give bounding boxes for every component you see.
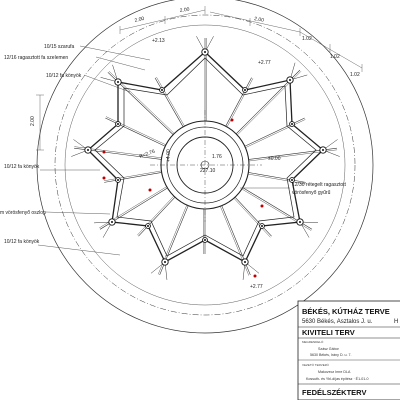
level-right: +2.77 <box>258 60 271 66</box>
callout-ring-line2: vörösfenyő gyűrű <box>292 190 331 196</box>
rafter <box>154 77 184 127</box>
red-point <box>253 274 257 278</box>
post-center <box>117 179 119 181</box>
tb-address-tail: H <box>394 319 398 325</box>
dim-top-1: 2.00 <box>134 16 145 24</box>
post-center <box>289 79 291 81</box>
rafter-edge <box>105 116 166 145</box>
red-point <box>148 188 152 192</box>
post-center <box>117 123 119 125</box>
post-center <box>147 225 149 227</box>
dim-top-4: 1.02 <box>302 36 312 42</box>
tb-owner-name: Szász Gábor <box>318 347 340 351</box>
tb-role-owner: MEGRENDELŐ <box>302 339 324 344</box>
leader-line <box>45 211 111 215</box>
tb-designer-name: Makovecz Imre DLA <box>318 370 351 374</box>
post-center <box>261 225 263 227</box>
dim-top-5: 1.02 <box>330 54 340 60</box>
post-center <box>204 239 206 241</box>
connection-points <box>102 118 264 278</box>
post-center <box>87 149 89 151</box>
title-block: BÉKÉS, KÚTHÁZ TERVE 5630 Békés, Asztalos… <box>297 300 400 400</box>
callout-texts: 10/15 szarufa 12/16 ragasztott fa szelem… <box>0 44 347 245</box>
rafter-edge <box>103 170 162 181</box>
callout-leaders <box>37 45 290 256</box>
tb-owner-address: 5630 Békés, Irány D. u. 7. <box>310 353 352 357</box>
post-group <box>84 48 327 266</box>
rafter <box>225 77 252 127</box>
dim-top-6: 1.02 <box>350 72 360 78</box>
leader-line <box>95 56 146 71</box>
eave-ring <box>54 14 356 316</box>
leader-line <box>83 74 131 93</box>
center-value-2: 1.76 <box>212 154 222 160</box>
level-left: +4.00 <box>166 149 172 162</box>
purlin-zigzag-inner <box>94 57 317 257</box>
dim-top-3: 2.00 <box>254 16 265 24</box>
red-point <box>260 204 264 208</box>
post-center <box>204 51 206 53</box>
dimension-texts: 2.00 2.00 2.00 1.02 1.02 1.02 2.00 <box>30 7 360 126</box>
callout-knee-1: 10/12 fa könyök <box>46 73 82 79</box>
post-center <box>117 81 119 83</box>
level-zero: ±0.00 <box>268 156 281 162</box>
dim-left: 2.00 <box>30 116 36 126</box>
rafter <box>248 172 306 183</box>
leader-line <box>79 45 151 61</box>
rafter-edge <box>137 195 174 236</box>
rafter <box>244 117 305 147</box>
rafter-edge <box>248 173 306 185</box>
post-center <box>244 89 246 91</box>
rafter-edge <box>233 198 271 238</box>
purlin-zigzag-outer <box>87 51 324 263</box>
title-block-frame <box>297 300 400 400</box>
post-center <box>291 179 293 181</box>
callout-purlin: 12/16 ragasztott fa szelemen <box>4 55 68 61</box>
post-center <box>322 149 324 151</box>
callout-rafter: 10/15 szarufa <box>44 44 75 50</box>
post-center <box>111 221 113 223</box>
dim-top-2: 2.00 <box>179 7 190 14</box>
callout-column: m vörösfenyő oszlop <box>0 210 46 216</box>
center-value: 227.10 <box>200 168 216 174</box>
dimension-lines <box>36 6 363 151</box>
tb-role-designer: VEZETŐ TERVEZŐ <box>302 362 330 367</box>
post-center <box>299 221 301 223</box>
red-point <box>102 150 106 154</box>
red-point <box>230 118 234 122</box>
callout-knee-3: 10/12 fa könyök <box>4 239 40 245</box>
outer-ring <box>36 0 374 334</box>
callout-knee-2: 10/12 fa könyök <box>4 164 40 170</box>
rafter-edge <box>245 119 306 148</box>
wall-ring <box>64 24 346 306</box>
post-center <box>291 123 293 125</box>
post-center <box>244 261 246 263</box>
red-point <box>102 176 106 180</box>
tb-project: BÉKÉS, KÚTHÁZ TERVE <box>302 307 390 316</box>
dim-chain-top-left <box>119 9 206 31</box>
rafter <box>234 196 272 237</box>
tb-phase: KIVITELI TERV <box>302 328 355 337</box>
callout-ring-line1: 12/30 rétegelt ragasztott <box>292 182 347 188</box>
rafter-edge <box>156 76 185 127</box>
radius-label: R=2.76 <box>139 149 157 160</box>
rafter <box>105 117 166 147</box>
rafter <box>138 196 176 237</box>
tb-designer-award: Kossuth- és Ybl-díjas építész · É1-01-0 <box>306 376 368 381</box>
tb-address: 5630 Békés, Asztalos J. u. <box>302 319 373 325</box>
level-upper: +2.13 <box>152 38 165 44</box>
tb-sheet: FEDÉLSZÉKTERV <box>302 388 366 397</box>
outer-rings <box>36 0 374 334</box>
post-center <box>161 89 163 91</box>
level-labels: +2.13 +2.77 ±0.00 +2.77 +4.00 R=2.76 227… <box>139 38 281 290</box>
level-lower: +2.77 <box>250 284 263 290</box>
post-center <box>164 261 166 263</box>
leader-line <box>37 244 121 256</box>
rafter <box>104 172 162 183</box>
rafter-group <box>71 36 340 280</box>
